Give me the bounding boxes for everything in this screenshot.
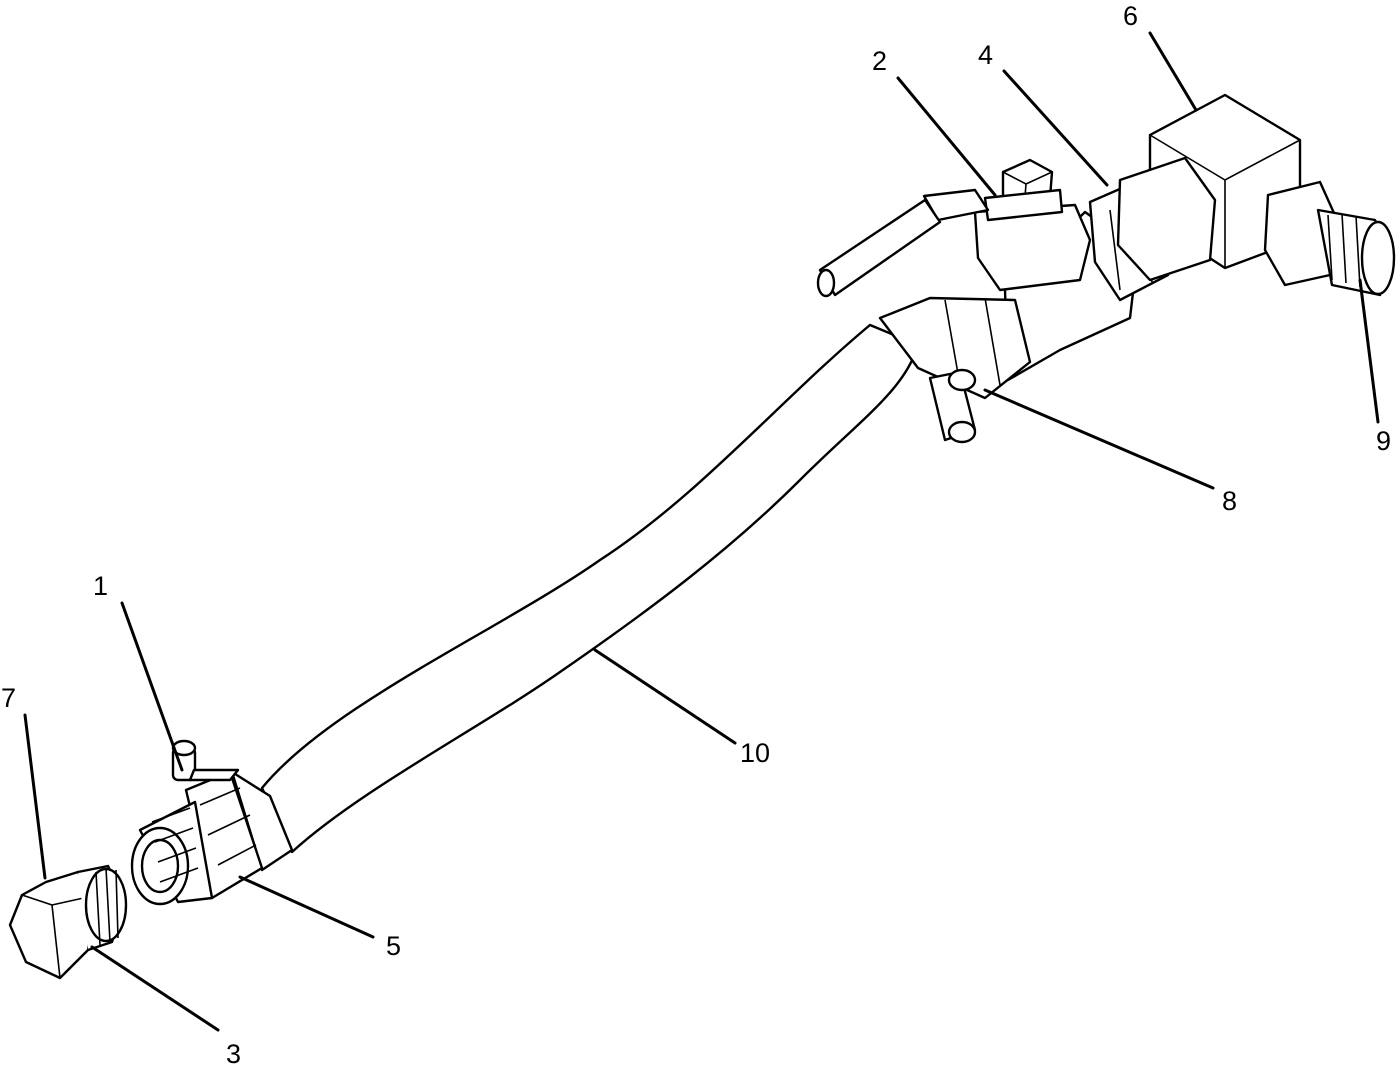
hose — [260, 323, 920, 854]
lower-hose-clamp — [171, 739, 240, 782]
elbow-and-fitting — [1116, 93, 1396, 297]
callout-6: 6 — [1123, 1, 1138, 31]
upper-hose-clamp — [928, 368, 977, 444]
callout-3: 3 — [226, 1039, 241, 1069]
callout-10: 10 — [740, 738, 770, 768]
callout-5: 5 — [386, 931, 401, 961]
callout-9: 9 — [1376, 426, 1391, 456]
callout-2: 2 — [872, 46, 887, 76]
callout-8: 8 — [1222, 486, 1237, 516]
callout-4: 4 — [978, 40, 993, 70]
lower-hose-fitting — [130, 770, 294, 906]
callout-1: 1 — [93, 571, 108, 601]
leader-lines — [23, 31, 1380, 1032]
callout-7: 7 — [1, 683, 16, 713]
pipe-plug — [8, 864, 128, 980]
